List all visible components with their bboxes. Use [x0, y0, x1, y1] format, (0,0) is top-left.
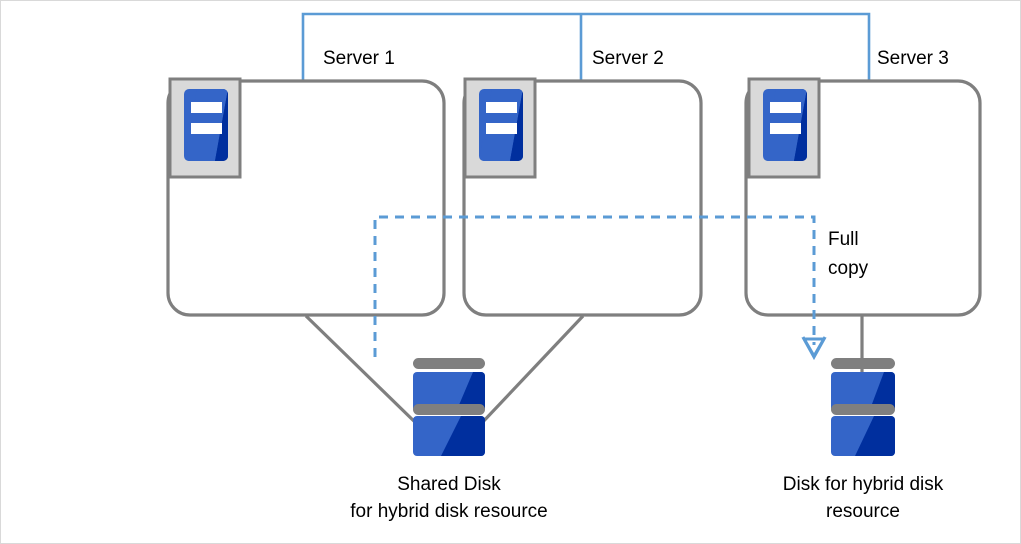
server-icon-1	[168, 77, 242, 179]
hybrid-disk-caption-line2: resource	[826, 501, 900, 522]
server-icon-2	[463, 77, 537, 179]
hybrid-disk-caption-line1: Disk for hybrid disk	[782, 474, 944, 495]
cluster-interconnect-bracket	[301, 12, 871, 81]
full-copy-label-line1: Full	[828, 229, 859, 250]
shared-disk-caption-line2: for hybrid disk resource	[350, 501, 548, 522]
hybrid-disk-icon	[831, 358, 895, 456]
full-copy-label-line2: copy	[828, 258, 869, 279]
shared-disk-caption-line1: Shared Disk	[397, 474, 501, 495]
shared-disk-connectors	[304, 314, 585, 428]
server-label-2: Server 2	[592, 48, 664, 69]
server-label-1: Server 1	[323, 48, 395, 69]
full-copy-arrow	[373, 215, 827, 361]
shared-disk-icon	[413, 358, 485, 456]
server-label-3: Server 3	[877, 48, 949, 69]
server-icon-3	[747, 77, 821, 179]
